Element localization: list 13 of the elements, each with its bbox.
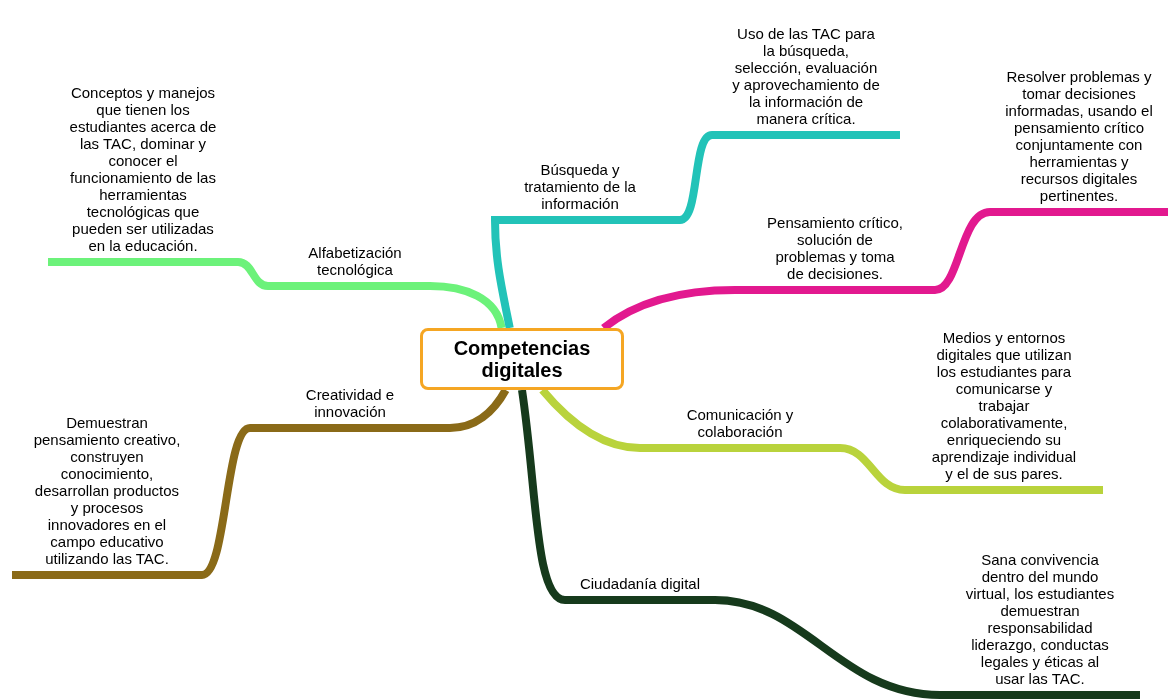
central-topic-box: Competencias digitales xyxy=(420,328,624,390)
description-text: Medios y entornos digitales que utilizan los estudiantes para comunicarse y trabajar colaborativamente, enriqueciendo su aprendizaje individual y el de sus pares. xyxy=(905,315,1103,490)
branch-label: Ciudadanía digital xyxy=(565,553,715,600)
branch-label: Alfabetización tecnológica xyxy=(280,228,430,286)
description-text: Sana convivencia dentro del mundo virtual, los estudiantes demuestran responsabilidad liderazgo, conductas legales y éticas al usar las TAC. xyxy=(940,520,1140,695)
description-text: Resolver problemas y tomar decisiones informadas, usando el pensamiento crítico conjuntamente con herramientas y recursos digitales pertinentes. xyxy=(990,52,1168,212)
description-text: Conceptos y manejos que tienen los estudiantes acerca de las TAC, dominar y conocer el funcionamiento de las herramientas tecnológicas que pueden ser utilizadas en la educación. xyxy=(48,56,238,262)
branch-connector xyxy=(933,208,1168,294)
branch-label: Comunicación y colaboración xyxy=(640,390,840,448)
description-text: Demuestran pensamiento creativo, construyen conocimiento, desarrollan productos y procesos innovadores en el campo educativo utilizando las TAC. xyxy=(12,388,202,575)
branch-label: Pensamiento crítico, solución de problemas y toma de decisiones. xyxy=(735,206,935,290)
description-text: Uso de las TAC para la búsqueda, selección, evaluación y aprovechamiento de la información de manera crítica. xyxy=(712,10,900,135)
branch-label: Búsqueda y tratamiento de la información xyxy=(495,148,665,220)
